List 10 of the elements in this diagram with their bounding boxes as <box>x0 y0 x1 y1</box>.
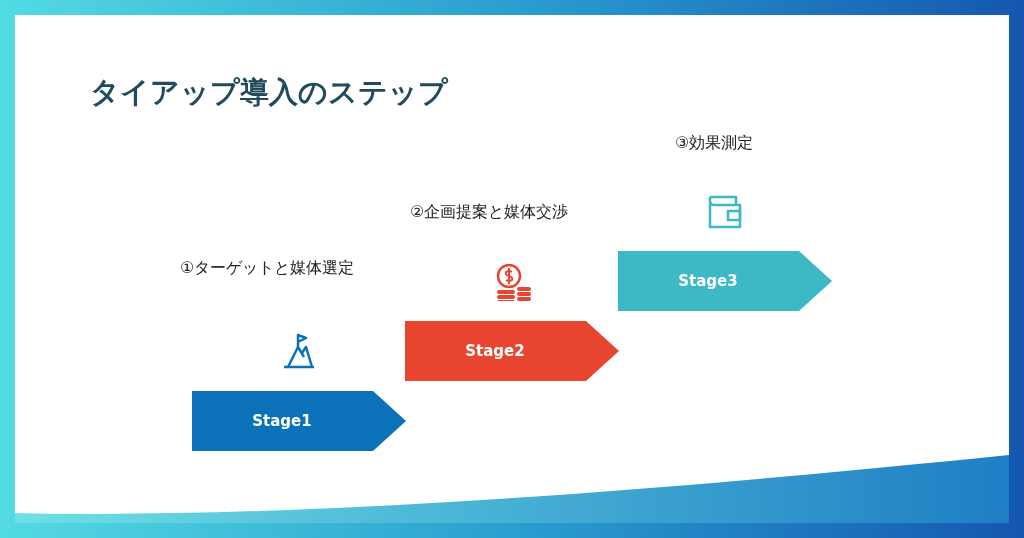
stage-banner <box>192 391 406 451</box>
stage-label: Stage2 <box>464 341 526 362</box>
title: タイアップ導入のステップ <box>90 74 448 111</box>
stage-banner <box>405 321 619 381</box>
stage-label: Stage1 <box>251 411 313 432</box>
stage-label: Stage3 <box>677 271 739 292</box>
step-caption: ①ターゲットと媒体選定 <box>180 258 355 279</box>
stage-banner <box>618 251 832 311</box>
step-caption: ②企画提案と媒体交渉 <box>410 202 569 223</box>
step-caption: ③効果測定 <box>675 133 754 154</box>
